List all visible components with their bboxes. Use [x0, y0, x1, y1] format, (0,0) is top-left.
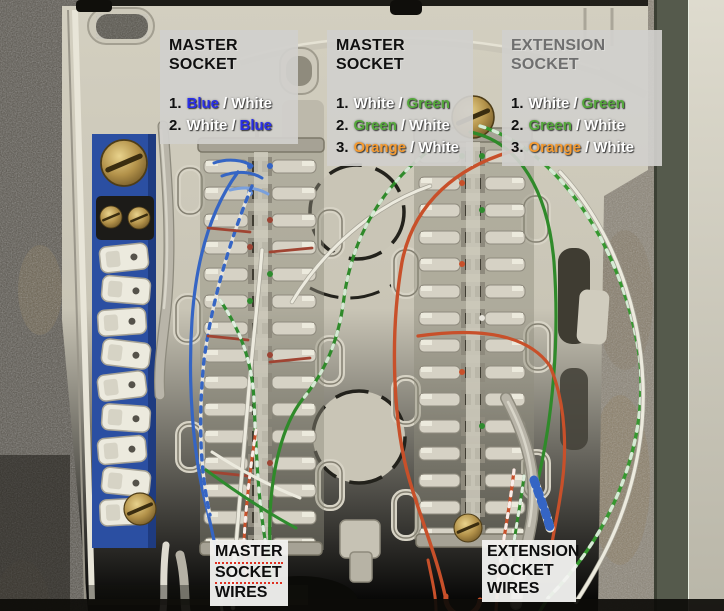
label-word: EXTENSION [487, 543, 579, 562]
slash-separator: / [231, 116, 236, 134]
annotation-lines: 1.White/Green 2.Green/White 3.Orange/Whi… [511, 93, 653, 159]
line-number: 3. [336, 138, 349, 156]
wiring-line: 1.Blue/White [169, 93, 289, 115]
label-word: SOCKET [215, 564, 283, 585]
wires [188, 124, 646, 611]
wire-color-word: Orange [528, 138, 582, 156]
wire-color-word: White [584, 116, 625, 134]
label-word-underlined: MASTER [215, 543, 283, 564]
annotation-master-socket-triple: MASTER SOCKET 1.White/Green 2.Green/Whit… [327, 30, 473, 166]
slash-separator: / [585, 138, 590, 156]
wiring-line: 2.Green/White [511, 115, 653, 137]
line-number: 3. [511, 138, 524, 156]
door-frame [652, 0, 724, 611]
wiring-line: 3.Orange/White [336, 137, 464, 159]
label-word-plain: SOCKET [487, 561, 554, 579]
slash-separator: / [410, 138, 415, 156]
wire-color-word: Green [406, 94, 450, 112]
wire-color-word: Green [581, 94, 625, 112]
slash-separator: / [398, 94, 403, 112]
label-word-plain: WIRES [215, 584, 268, 602]
wire-color-word: White [409, 116, 450, 134]
wiring-line: 2.White/Blue [169, 115, 289, 137]
annotation-master-socket-wires: MASTER SOCKET WIRES [210, 540, 288, 606]
line-number: 2. [336, 116, 349, 134]
annotation-title: EXTENSION SOCKET [511, 37, 606, 73]
annotation-master-socket-pair: MASTER SOCKET 1.Blue/White 2.White/Blue [160, 30, 298, 144]
wire-color-word: White [231, 94, 273, 112]
slash-separator: / [223, 94, 228, 112]
wiring-line: 1.White/Green [336, 93, 464, 115]
line-number: 1. [169, 94, 182, 112]
wire-color-word: White [528, 94, 570, 112]
wiring-line: 3.Orange/White [511, 137, 653, 159]
line-number: 2. [169, 116, 182, 134]
label-word-plain: EXTENSION [487, 543, 580, 560]
label-word: MASTER [215, 543, 283, 564]
slash-separator: / [575, 116, 581, 134]
annotation-title: MASTER SOCKET [336, 37, 405, 73]
annotation-lines: 1.White/Green 2.Green/White 3.Orange/Whi… [336, 93, 464, 159]
slash-separator: / [400, 116, 406, 134]
terminal-strip-blue [92, 134, 158, 548]
slash-separator: / [573, 94, 578, 112]
wire-color-word: White [418, 138, 460, 156]
wire-color-word: White [186, 116, 228, 134]
wiring-line: 2.Green/White [336, 115, 464, 137]
wire-color-word: White [593, 138, 635, 156]
label-word: WIRES [487, 580, 571, 599]
wire-color-word: Green [528, 116, 572, 134]
label-word: SOCKET [487, 562, 571, 581]
annotation-lines: 1.Blue/White 2.White/Blue [169, 93, 289, 137]
gray-cable-left [153, 120, 175, 401]
idc-strip-left [197, 126, 325, 556]
annotation-extension-socket-wires: EXTENSION SOCKET WIRES [482, 540, 579, 602]
line-number: 2. [511, 116, 524, 134]
annotation-extension-socket: EXTENSION SOCKET 1.White/Green 2.Green/W… [502, 30, 662, 166]
wire-color-word: Green [353, 116, 397, 134]
annotation-title: MASTER SOCKET [169, 37, 238, 73]
label-word: WIRES [215, 584, 283, 603]
label-word-plain: WIRES [487, 580, 540, 598]
line-number: 1. [336, 94, 349, 112]
wire-color-word: Blue [186, 94, 220, 112]
wire-color-word: Blue [239, 116, 273, 134]
wire-color-word: Orange [353, 138, 407, 156]
wiring-line: 1.White/Green [511, 93, 653, 115]
white-connectors [95, 241, 153, 527]
label-word-underlined: SOCKET [215, 564, 282, 585]
line-number: 1. [511, 94, 524, 112]
wire-color-word: White [353, 94, 395, 112]
